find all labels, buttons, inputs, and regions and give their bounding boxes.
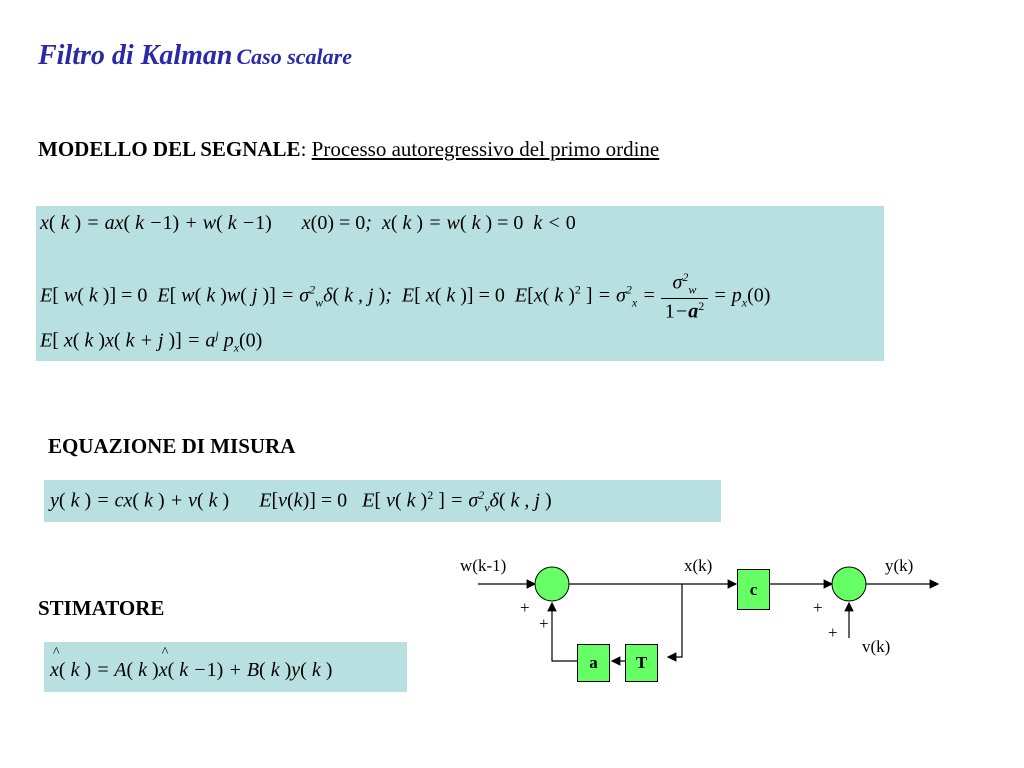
label-w: w(k-1) — [460, 556, 507, 575]
measure-heading-label: EQUAZIONE DI MISURA — [48, 434, 296, 458]
summing-node-1 — [534, 566, 570, 602]
equation-measurement: y( k ) = cx( k ) + v( k ) E[v(k)] = 0 E[… — [50, 488, 552, 515]
label-x: x(k) — [684, 556, 713, 575]
plus-sign-1: + — [520, 598, 530, 617]
summing-node-2 — [831, 566, 867, 602]
estimator-box: x( k ) = A( k )x( k −1) + B( k )y( k ) — [44, 642, 407, 692]
measurement-box: y( k ) = cx( k ) + v( k ) E[v(k)] = 0 E[… — [44, 480, 721, 522]
equation-autocorrelation: E[ x( k )x( k + j )] = aj px(0) — [40, 328, 263, 355]
block-diagram — [478, 566, 940, 666]
estimator-heading: STIMATORE — [38, 596, 164, 621]
title-main: Filtro di Kalman — [38, 40, 233, 71]
signal-model-box: x( k ) = ax( k −1) + w( k −1) x(0) = 0; … — [36, 206, 884, 361]
model-heading: MODELLO DEL SEGNALE: Processo autoregres… — [38, 137, 659, 162]
equation-ar-process: x( k ) = ax( k −1) + w( k −1) x(0) = 0; … — [40, 212, 576, 234]
title-sub: Caso scalare — [236, 44, 353, 69]
arrow-a-to-sum1 — [547, 601, 577, 662]
plus-sign-4: + — [828, 623, 838, 642]
model-heading-colon: : — [300, 137, 307, 161]
measure-heading: EQUAZIONE DI MISURA — [48, 434, 295, 459]
model-description: Processo autoregressivo del primo ordine — [311, 137, 660, 161]
estimator-heading-label: STIMATORE — [38, 596, 165, 620]
arrow-feedback-to-t — [666, 584, 683, 662]
equation-estimator: x( k ) = A( k )x( k −1) + B( k )y( k ) — [50, 645, 332, 682]
plus-sign-2: + — [539, 614, 549, 633]
model-heading-label: MODELLO DEL SEGNALE — [38, 137, 301, 161]
page-title: Filtro di Kalman Caso scalare — [38, 40, 352, 72]
equation-moments: E[ w( k )] = 0 E[ w( k )w( j )] = σ2wδ( … — [40, 270, 771, 323]
block-t: T — [625, 644, 658, 682]
label-v: v(k) — [862, 637, 891, 656]
block-c: c — [737, 569, 770, 610]
plus-sign-3: + — [813, 598, 823, 617]
label-y: y(k) — [885, 556, 914, 575]
block-a: a — [577, 644, 610, 682]
